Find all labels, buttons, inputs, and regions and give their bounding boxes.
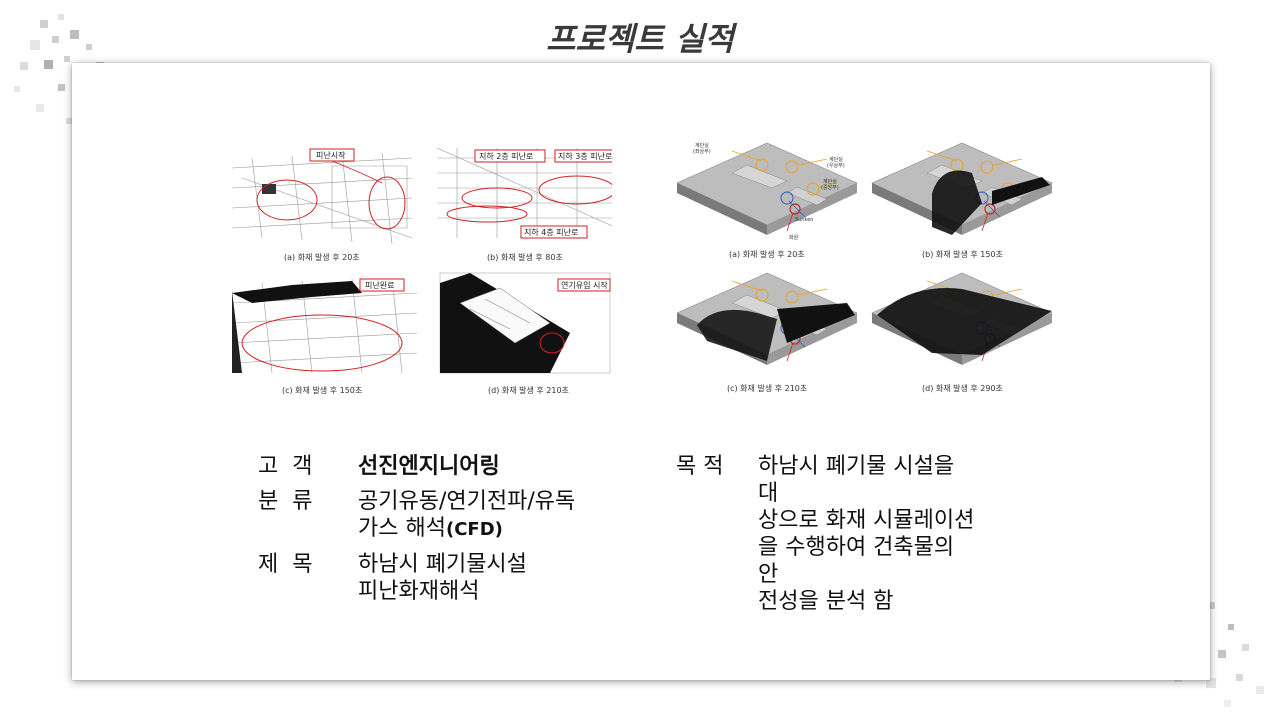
subject-value: 하남시 폐기물시설 피난화재해석 <box>358 551 638 605</box>
smoke-panel-b: (b) 화재 발생 후 150초 <box>871 142 1053 259</box>
label-stair-left: 계단실 <box>695 142 709 149</box>
panel-d-caption: (d) 화재 발생 후 210초 <box>488 385 569 395</box>
smoke-panel-a: 계단실 (좌상부) 계단실 (우상부) 계단실 (중앙부) Sunken 화원 … <box>677 142 858 259</box>
purpose-value: 하남시 폐기물 시설을 대 상으로 화재 시뮬레이션 을 수행하여 건축물의 안… <box>758 453 976 615</box>
slide-title: 프로젝트 실적 <box>546 20 734 58</box>
panel-b-tag-2: 지하 4층 피난로 <box>524 227 578 237</box>
category-row: 분 류 공기유동/연기전파/유독 가스 해석(CFD) <box>258 488 638 543</box>
content-card: 피난시작 (a) 화재 발생 후 20초 지하 2층 피난로 지하 3층 피난로… <box>72 63 1210 680</box>
client-row: 고 객 선진엔지니어링 <box>258 453 638 480</box>
evacuation-simulation-figure: 피난시작 (a) 화재 발생 후 20초 지하 2층 피난로 지하 3층 피난로… <box>232 148 612 398</box>
smoke-panel-d-caption: (d) 화재 발생 후 290초 <box>922 383 1003 393</box>
category-label: 분 류 <box>258 489 313 514</box>
subject-value-line1: 하남시 폐기물시설 <box>358 552 527 577</box>
project-info-right: 목 적 하남시 폐기물 시설을 대 상으로 화재 시뮬레이션 을 수행하여 건축… <box>676 453 976 623</box>
panel-b-tag-1: 지하 3층 피난로 <box>558 151 612 161</box>
client-label: 고 객 <box>258 454 313 479</box>
smoke-panel-d: (d) 화재 발생 후 290초 <box>871 272 1053 393</box>
subject-label: 제 목 <box>258 552 313 577</box>
project-info-left: 고 객 선진엔지니어링 분 류 공기유동/연기전파/유독 가스 해석(CFD) … <box>258 453 638 613</box>
smoke-panel-c-caption: (c) 화재 발생 후 210초 <box>727 383 807 393</box>
panel-a-caption: (a) 화재 발생 후 20초 <box>284 252 360 262</box>
label-fire: 화원 <box>789 234 799 241</box>
label-stair-center: 계단실 <box>823 178 837 185</box>
smoke-spread-figure: 계단실 (좌상부) 계단실 (우상부) 계단실 (중앙부) Sunken 화원 … <box>677 133 1057 395</box>
panel-b: 지하 2층 피난로 지하 3층 피난로 지하 4층 피난로 (b) 화재 발생 … <box>436 148 612 262</box>
panel-a: 피난시작 (a) 화재 발생 후 20초 <box>232 148 413 262</box>
purpose-row: 목 적 하남시 폐기물 시설을 대 상으로 화재 시뮬레이션 을 수행하여 건축… <box>676 453 976 615</box>
label-stair-center-sub: (중앙부) <box>821 184 839 191</box>
label-stair-right: 계단실 <box>829 156 843 163</box>
category-value-line1: 공기유동/연기전파/유독 <box>358 489 576 514</box>
panel-b-tag-0: 지하 2층 피난로 <box>479 151 533 161</box>
client-value: 선진엔지니어링 <box>358 454 500 479</box>
panel-b-caption: (b) 화재 발생 후 80초 <box>487 252 563 262</box>
category-value: 공기유동/연기전파/유독 가스 해석(CFD) <box>358 488 638 543</box>
panel-c-tag-0: 피난완료 <box>365 281 394 290</box>
panel-c: 피난완료 (c) 화재 발생 후 150초 <box>232 277 418 395</box>
category-value-line2: 가스 해석 <box>358 516 446 541</box>
purpose-line-1: 상으로 화재 시뮬레이션 <box>758 508 975 533</box>
purpose-line-3: 전성을 분석 함 <box>758 589 894 614</box>
smoke-panel-c: (c) 화재 발생 후 210초 <box>677 272 858 393</box>
panel-d-tag-0: 연기유입 시작 <box>561 280 608 290</box>
panel-c-caption: (c) 화재 발생 후 150초 <box>282 385 362 395</box>
smoke-panel-a-caption: (a) 화재 발생 후 20초 <box>729 249 805 259</box>
label-stair-right-sub: (우상부) <box>827 162 845 169</box>
category-value-cfd: (CFD) <box>445 519 503 540</box>
smoke-panel-b-caption: (b) 화재 발생 후 150초 <box>922 249 1003 259</box>
panel-a-tag-0: 피난시작 <box>316 150 346 160</box>
subject-value-line2: 피난화재해석 <box>358 579 480 604</box>
label-sunken: Sunken <box>795 217 813 223</box>
panel-d: 연기유입 시작 (d) 화재 발생 후 210초 <box>439 272 611 395</box>
subject-row: 제 목 하남시 폐기물시설 피난화재해석 <box>258 551 638 605</box>
purpose-label: 목 적 <box>676 454 724 479</box>
purpose-line-0: 하남시 폐기물 시설을 대 <box>758 454 955 506</box>
label-stair-left-sub: (좌상부) <box>693 148 711 155</box>
purpose-line-2: 을 수행하여 건축물의 안 <box>758 535 955 587</box>
